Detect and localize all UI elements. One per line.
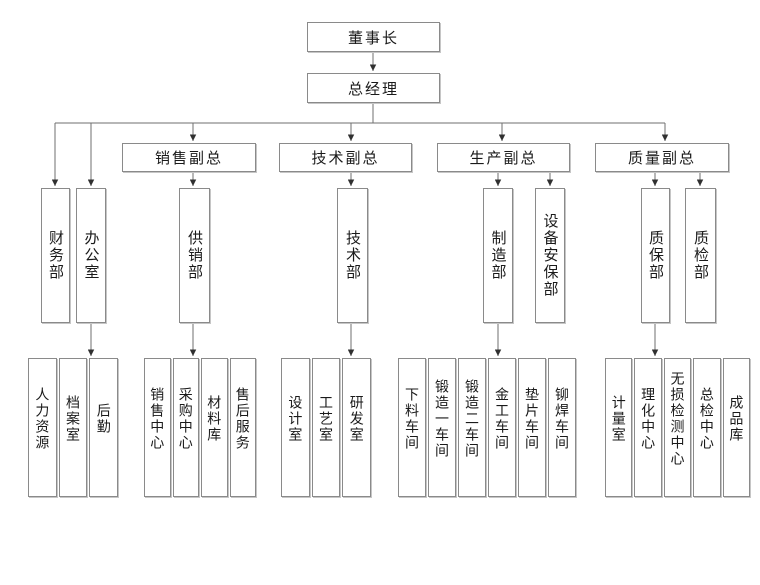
node-dept-equipment-security: 设备安保部: [535, 188, 565, 323]
node-unit-archives: 档案室: [58, 358, 88, 497]
node-vp-tech: 技术副总: [279, 143, 412, 172]
node-dept-supply: 供销部: [179, 188, 210, 323]
node-unit-hr: 人力资源: [28, 358, 57, 497]
node-dept-office: 办公室: [76, 188, 106, 323]
node-unit-forging-workshop-1: 锻造一车间: [428, 358, 456, 497]
node-unit-cutting-workshop: 下料车间: [398, 358, 426, 497]
unit-group-quality-assurance: 计量室 理化中心 无损检测中心 总检中心 成品库: [605, 358, 751, 497]
node-unit-ndt-center: 无损检测中心: [663, 358, 692, 497]
node-dept-quality-inspection: 质检部: [685, 188, 716, 323]
node-general-manager: 总经理: [307, 73, 440, 103]
unit-group-technology: 设计室 工艺室 研发室: [281, 358, 372, 497]
node-unit-process-room: 工艺室: [311, 358, 341, 497]
node-unit-forging-workshop-2: 锻造二车间: [458, 358, 486, 497]
unit-group-manufacturing: 下料车间 锻造一车间 锻造二车间 金工车间 垫片车间 铆焊车间: [398, 358, 576, 497]
node-vp-production: 生产副总: [437, 143, 570, 172]
node-unit-final-inspection-center: 总检中心: [693, 358, 721, 497]
node-unit-rivet-weld-workshop: 铆焊车间: [548, 358, 576, 497]
node-vp-sales: 销售副总: [122, 143, 256, 172]
node-vp-quality: 质量副总: [595, 143, 729, 172]
node-unit-materials-warehouse: 材料库: [201, 358, 228, 497]
node-dept-quality-assurance: 质保部: [641, 188, 670, 323]
node-unit-gasket-workshop: 垫片车间: [518, 358, 546, 497]
node-unit-metrology-room: 计量室: [605, 358, 633, 497]
unit-group-office: 人力资源 档案室 后勤: [28, 358, 119, 497]
node-unit-procurement-center: 采购中心: [172, 358, 199, 497]
node-unit-design-room: 设计室: [281, 358, 310, 497]
node-unit-after-sales: 售后服务: [229, 358, 256, 497]
unit-group-supply: 销售中心 采购中心 材料库 售后服务: [144, 358, 256, 497]
node-unit-metalwork-workshop: 金工车间: [488, 358, 516, 497]
node-dept-finance: 财务部: [41, 188, 70, 323]
node-unit-rd-room: 研发室: [342, 358, 372, 497]
node-unit-sales-center: 销售中心: [144, 358, 171, 497]
node-unit-logistics: 后勤: [89, 358, 119, 497]
node-unit-physchem-center: 理化中心: [634, 358, 662, 497]
node-chairman: 董事长: [307, 22, 440, 52]
node-dept-technology: 技术部: [337, 188, 368, 323]
node-dept-manufacturing: 制造部: [483, 188, 513, 323]
node-unit-finished-goods-warehouse: 成品库: [722, 358, 751, 497]
